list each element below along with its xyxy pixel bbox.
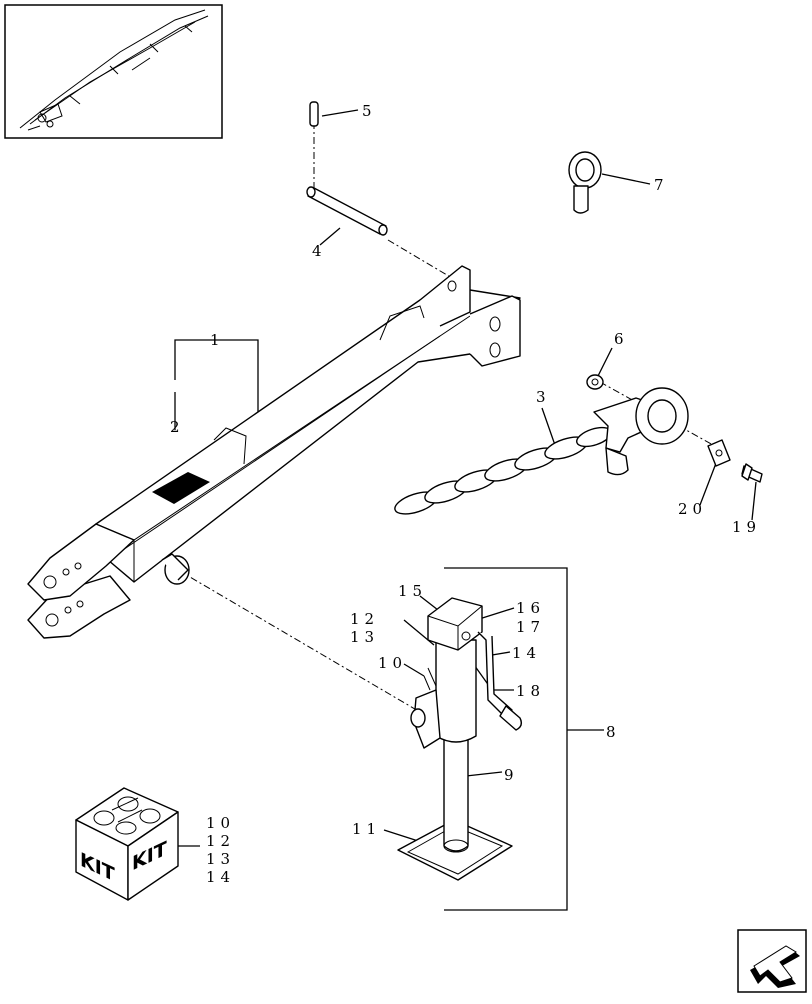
callout-2: 2 (170, 418, 185, 436)
kit-item-1: 10 (206, 814, 235, 832)
assembly-centerlines (177, 122, 723, 713)
callout-7: 7 (654, 176, 669, 194)
callout-15: 15 (398, 582, 427, 600)
callout-5: 5 (362, 102, 377, 120)
washer-part[interactable] (707, 439, 731, 467)
hardware-kit-box[interactable]: KIT KIT (75, 787, 179, 901)
hitch-pin-part[interactable] (306, 186, 388, 236)
callout-1: 1 (210, 331, 225, 349)
kit-item-2: 12 (206, 832, 235, 850)
ring-pin-part[interactable] (568, 151, 602, 214)
jack-assembly-part[interactable] (397, 597, 523, 881)
leader-lines (174, 109, 757, 911)
callout-17: 17 (516, 618, 545, 636)
callout-labels: 1 2 3 4 5 6 7 8 9 10 11 12 13 14 15 16 1… (170, 102, 761, 886)
callout-11: 11 (352, 820, 381, 838)
callout-20: 20 (678, 500, 707, 518)
callout-13: 13 (350, 628, 379, 646)
decal-label (152, 472, 210, 504)
lock-nut-part[interactable] (586, 374, 604, 390)
callout-14: 14 (512, 644, 541, 662)
bolt-part[interactable] (741, 463, 763, 483)
drawbar-tongue-part[interactable] (27, 265, 521, 639)
safety-chain-part[interactable] (392, 387, 689, 518)
callout-6: 6 (614, 330, 629, 348)
callout-19: 19 (732, 518, 761, 536)
callout-8: 8 (606, 723, 621, 741)
callout-3: 3 (536, 388, 551, 406)
kit-item-4: 14 (206, 868, 235, 886)
overview-thumbnail-icon[interactable] (4, 4, 223, 139)
callout-4: 4 (312, 242, 327, 260)
previous-page-arrow-icon[interactable] (737, 929, 807, 993)
callout-9: 9 (504, 766, 519, 784)
roll-pin-part[interactable] (309, 101, 319, 127)
callout-18: 18 (516, 682, 545, 700)
callout-10: 10 (378, 654, 407, 672)
callout-12: 12 (350, 610, 379, 628)
kit-item-3: 13 (206, 850, 235, 868)
callout-16: 16 (516, 599, 545, 617)
